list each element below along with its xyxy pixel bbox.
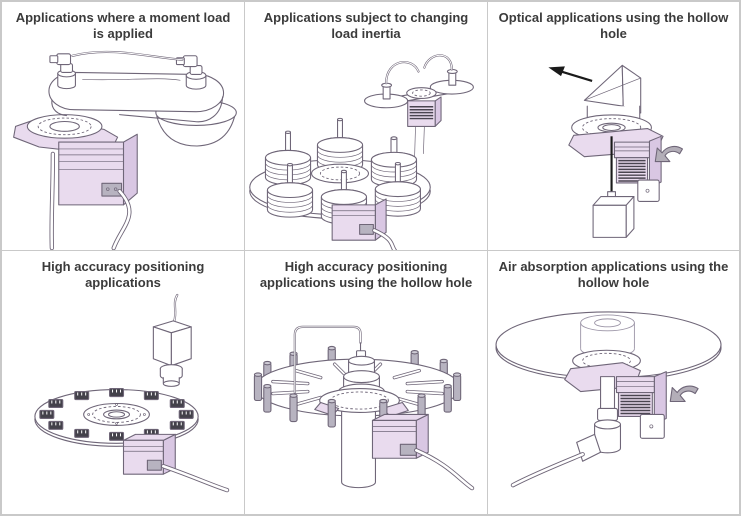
cables [49,151,132,250]
moment-load-illustration [2,44,244,250]
panel-positioning-hollow-hole: High accuracy positioning applications u… [245,251,487,514]
light-beam-arrow [548,66,593,82]
motor [58,133,138,206]
hollow-center-cylinder [580,314,635,358]
positioning-drawing [34,293,230,493]
weight-box [592,191,635,238]
pivot-fitting [49,53,76,90]
panel-title: Optical applications using the hollow ho… [498,10,729,41]
hollow-positioning-illustration [245,293,487,514]
swing-arm [48,71,225,123]
positioning-illustration [2,293,244,514]
air-tube [71,50,184,61]
winder-head [363,54,474,158]
motor [613,135,662,202]
prism [583,64,642,114]
panel-title: Air absorption applications using the ho… [498,259,729,290]
panel-high-accuracy-positioning: High accuracy positioning applications [2,251,244,514]
suction-disc [495,311,722,382]
panel-air-absorption: Air absorption applications using the ho… [488,251,739,514]
center-hub [83,402,150,426]
optical-drawing [548,64,684,238]
panel-title: High accuracy positioning applications [41,259,205,290]
motor [122,433,230,493]
rotation-arrow [654,145,684,163]
panel-moment-load: Applications where a moment load is appl… [2,2,244,250]
pedestal-column [341,409,377,489]
center-hub [311,163,369,184]
panel-title: Applications subject to changing load in… [263,10,469,41]
motor [371,413,475,491]
panel-title: High accuracy positioning applications u… [259,259,473,290]
hollow-positioning-drawing [253,325,475,491]
optical-illustration [488,44,739,250]
air-absorption-drawing [495,311,722,488]
rotation-arrow [669,385,699,403]
load-inertia-illustration [245,44,487,250]
motor [331,198,398,250]
panel-title: Applications where a moment load is appl… [15,10,231,41]
hollow-shaft [597,376,619,423]
panel-optical-hollow-hole: Optical applications using the hollow ho… [488,2,739,250]
air-absorption-illustration [488,293,739,514]
load-inertia-drawing [249,54,474,250]
moment-load-drawing [13,50,237,250]
coil-spools [264,117,418,188]
air-elbow-fitting [510,419,622,488]
rotary-table [568,114,664,158]
motor [615,371,667,439]
inspection-camera [152,293,192,387]
chip-parts [39,388,194,441]
panel-changing-load-inertia: Applications subject to changing load in… [245,2,487,250]
